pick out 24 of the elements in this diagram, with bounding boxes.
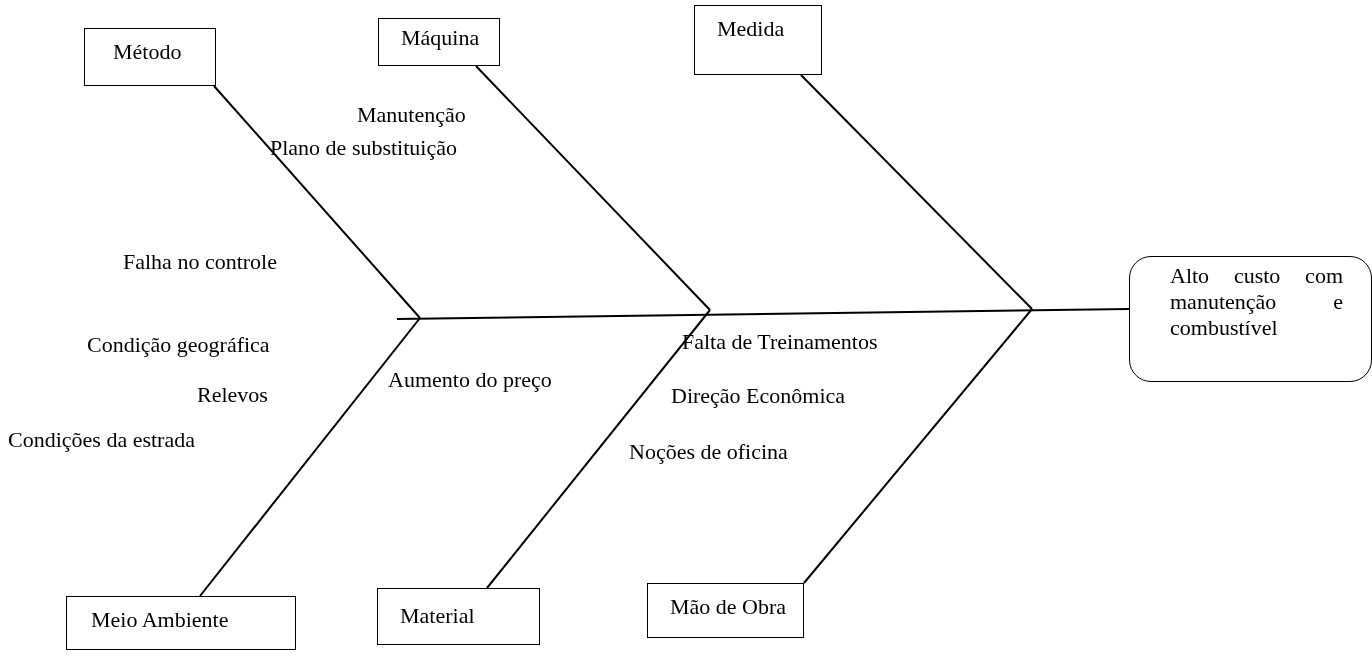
category-box: Mão de Obra bbox=[647, 583, 804, 638]
cause-label: Condição geográfica bbox=[87, 332, 270, 358]
cause-label: Plano de substituição bbox=[270, 135, 457, 161]
bone-line bbox=[213, 85, 421, 319]
cause-label: Condições da estrada bbox=[8, 427, 195, 453]
cause-label: Falha no controle bbox=[123, 249, 277, 275]
cause-label: Aumento do preço bbox=[388, 367, 552, 393]
cause-label: Falta de Treinamentos bbox=[682, 329, 878, 355]
category-box: Método bbox=[84, 28, 216, 86]
category-box: Máquina bbox=[378, 18, 500, 66]
cause-label: Noções de oficina bbox=[629, 439, 788, 465]
bone-line bbox=[199, 317, 421, 597]
cause-label: Manutenção bbox=[357, 102, 466, 128]
effect-box: Alto custo com manutenção e combustível bbox=[1129, 256, 1372, 382]
bone-line bbox=[475, 65, 711, 311]
spine-line bbox=[396, 308, 1130, 320]
category-box: Meio Ambiente bbox=[66, 596, 296, 650]
bone-line bbox=[803, 308, 1033, 584]
cause-label: Relevos bbox=[197, 382, 268, 408]
bone-line bbox=[800, 74, 1033, 310]
category-box: Medida bbox=[694, 5, 822, 75]
category-box: Material bbox=[377, 588, 540, 645]
bone-line bbox=[486, 309, 711, 589]
cause-label: Direção Econômica bbox=[671, 383, 846, 409]
